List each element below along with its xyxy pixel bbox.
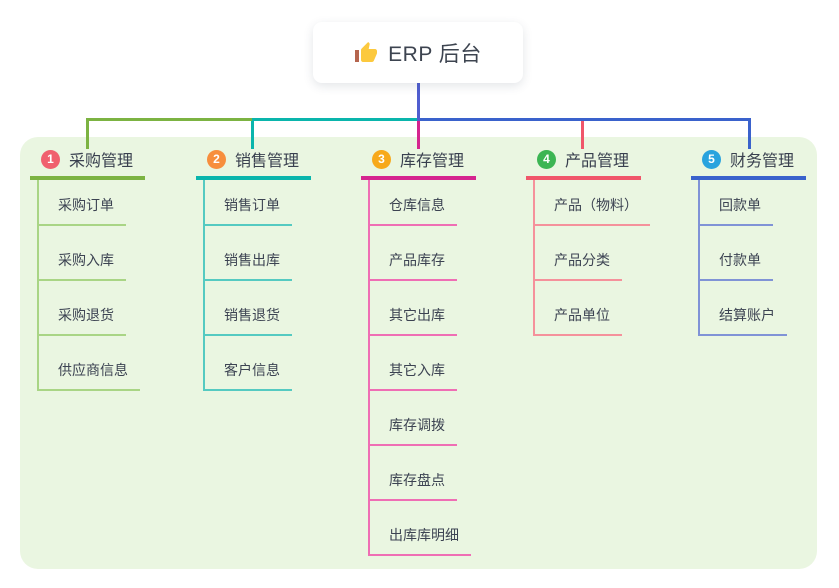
branch-drop-line-2: [251, 121, 254, 149]
branch-label: 财务管理: [730, 153, 795, 170]
child-node[interactable]: 销售出库: [205, 250, 292, 281]
child-row: 其它入库: [370, 336, 521, 391]
child-node[interactable]: 库存盘点: [370, 470, 457, 501]
branch-number-badge: 4: [537, 149, 556, 169]
root-title: ERP 后台: [388, 42, 482, 66]
branch-children-rail: 仓库信息 产品库存 其它出库 其它入库 库存调拨 库存盘点 出库库明细: [368, 180, 521, 556]
child-node[interactable]: 采购入库: [39, 250, 126, 281]
child-node[interactable]: 其它出库: [370, 305, 457, 336]
child-node[interactable]: 结算账户: [700, 305, 787, 336]
connector-segment-mid: [252, 118, 420, 121]
branch-label: 库存管理: [400, 153, 465, 170]
thumbs-up-icon: [354, 41, 378, 65]
child-node[interactable]: 回款单: [700, 195, 773, 226]
child-row: 回款单: [700, 180, 839, 226]
child-row: 客户信息: [205, 336, 356, 391]
branch-drop-line-4: [581, 121, 584, 149]
child-row: 付款单: [700, 226, 839, 281]
branch-sales: 2 销售管理 销售订单 销售出库 销售退货 客户信息: [196, 148, 356, 391]
child-row: 采购退货: [39, 281, 190, 336]
branch-label: 产品管理: [565, 153, 630, 170]
branch-purchase: 1 采购管理 采购订单 采购入库 采购退货 供应商信息: [30, 148, 190, 391]
branch-number-badge: 2: [207, 149, 226, 169]
child-node[interactable]: 产品分类: [535, 250, 622, 281]
branch-drop-line-3: [417, 121, 420, 149]
child-node[interactable]: 出库库明细: [370, 525, 471, 556]
child-node[interactable]: 产品库存: [370, 250, 457, 281]
child-row: 其它出库: [370, 281, 521, 336]
child-node[interactable]: 客户信息: [205, 360, 292, 391]
branch-finance: 5 财务管理 回款单 付款单 结算账户: [691, 148, 839, 336]
child-node[interactable]: 销售订单: [205, 195, 292, 226]
child-node[interactable]: 仓库信息: [370, 195, 457, 226]
connector-segment-left: [86, 118, 255, 121]
child-node[interactable]: 采购订单: [39, 195, 126, 226]
branch-children-rail: 回款单 付款单 结算账户: [698, 180, 839, 336]
branch-children-rail: 产品（物料） 产品分类 产品单位: [533, 180, 686, 336]
branch-number-badge: 5: [702, 149, 721, 169]
child-node[interactable]: 采购退货: [39, 305, 126, 336]
branch-product: 4 产品管理 产品（物料） 产品分类 产品单位: [526, 148, 686, 336]
branch-label: 销售管理: [235, 153, 300, 170]
branch-drop-line-1: [86, 118, 89, 149]
child-node[interactable]: 付款单: [700, 250, 773, 281]
child-row: 产品（物料）: [535, 180, 686, 226]
child-row: 销售订单: [205, 180, 356, 226]
child-node[interactable]: 供应商信息: [39, 360, 140, 391]
branch-node-finance[interactable]: 5 财务管理: [691, 148, 806, 180]
branch-number-badge: 1: [41, 149, 60, 169]
child-row: 产品单位: [535, 281, 686, 336]
child-row: 供应商信息: [39, 336, 190, 391]
child-row: 销售退货: [205, 281, 356, 336]
branch-number-badge: 3: [372, 149, 391, 169]
child-row: 仓库信息: [370, 180, 521, 226]
branch-drop-line-5: [748, 118, 751, 149]
canvas-panel: [20, 137, 817, 569]
child-node[interactable]: 库存调拨: [370, 415, 457, 446]
branch-node-product[interactable]: 4 产品管理: [526, 148, 641, 180]
child-row: 产品分类: [535, 226, 686, 281]
child-row: 采购入库: [39, 226, 190, 281]
child-node[interactable]: 产品（物料）: [535, 195, 650, 226]
branch-node-sales[interactable]: 2 销售管理: [196, 148, 311, 180]
child-row: 库存调拨: [370, 391, 521, 446]
child-node[interactable]: 销售退货: [205, 305, 292, 336]
child-row: 产品库存: [370, 226, 521, 281]
child-node[interactable]: 产品单位: [535, 305, 622, 336]
branch-node-inventory[interactable]: 3 库存管理: [361, 148, 476, 180]
root-drop-line: [417, 82, 420, 121]
child-node[interactable]: 其它入库: [370, 360, 457, 391]
connector-segment-right: [418, 118, 751, 121]
root-node[interactable]: ERP 后台: [313, 22, 523, 83]
child-row: 采购订单: [39, 180, 190, 226]
branch-node-purchase[interactable]: 1 采购管理: [30, 148, 145, 180]
branch-children-rail: 采购订单 采购入库 采购退货 供应商信息: [37, 180, 190, 391]
child-row: 出库库明细: [370, 501, 521, 556]
branch-children-rail: 销售订单 销售出库 销售退货 客户信息: [203, 180, 356, 391]
child-row: 结算账户: [700, 281, 839, 336]
child-row: 库存盘点: [370, 446, 521, 501]
child-row: 销售出库: [205, 226, 356, 281]
branch-label: 采购管理: [69, 153, 134, 170]
branch-inventory: 3 库存管理 仓库信息 产品库存 其它出库 其它入库 库存调拨 库存盘点 出库库…: [361, 148, 521, 556]
